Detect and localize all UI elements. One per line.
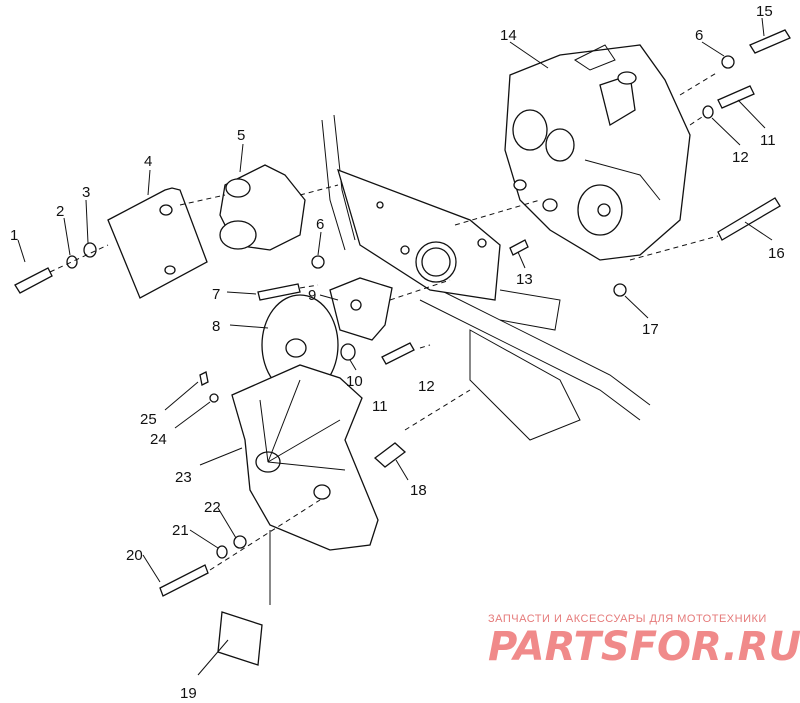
label-plate-19 xyxy=(217,611,263,666)
callout-13: 13 xyxy=(516,271,533,288)
callout-22: 22 xyxy=(204,499,221,516)
leader-lines xyxy=(17,17,773,676)
callout-5: 5 xyxy=(237,127,245,144)
belt-guard-cover xyxy=(231,364,379,551)
assembly-lines xyxy=(49,71,719,571)
callout-16: 16 xyxy=(768,245,785,262)
callout-9: 9 xyxy=(308,287,316,304)
callout-8: 8 xyxy=(212,318,220,335)
fasteners xyxy=(14,29,791,597)
callout-10: 10 xyxy=(346,373,363,390)
callout-12: 12 xyxy=(418,378,435,395)
callout-labels: 1 2 3 4 5 6 6 7 8 9 10 11 11 12 12 13 14… xyxy=(10,3,785,702)
frame-rails xyxy=(321,114,651,441)
watermark: ЗАПЧАСТИ И АКСЕССУАРЫ ДЛЯ МОТОТЕХНИКИ PA… xyxy=(488,613,800,670)
callout-19: 19 xyxy=(180,685,197,702)
callout-11: 11 xyxy=(372,398,388,415)
callout-6: 6 xyxy=(316,216,324,233)
callout-25: 25 xyxy=(140,411,157,428)
callout-23: 23 xyxy=(175,469,192,486)
callout-15: 15 xyxy=(756,3,773,20)
callout-7: 7 xyxy=(212,286,220,303)
callout-21: 21 xyxy=(172,522,189,539)
callout-24: 24 xyxy=(150,431,167,448)
callout-6: 6 xyxy=(695,27,703,44)
mounting-plate xyxy=(337,168,501,301)
gearbox-housing xyxy=(504,44,691,261)
callout-4: 4 xyxy=(144,153,152,170)
callout-14: 14 xyxy=(500,27,517,44)
callout-20: 20 xyxy=(126,547,143,564)
watermark-tagline: ЗАПЧАСТИ И АКСЕССУАРЫ ДЛЯ МОТОТЕХНИКИ xyxy=(488,613,767,625)
clutch-part-5 xyxy=(219,164,306,251)
shield-part-4 xyxy=(107,187,208,299)
callout-3: 3 xyxy=(82,184,90,201)
callout-11: 11 xyxy=(760,132,776,149)
callout-17: 17 xyxy=(642,321,659,338)
callout-1: 1 xyxy=(10,227,18,244)
bracket-part-9 xyxy=(329,277,393,341)
watermark-logo: PARTSFOR.RU xyxy=(488,624,800,670)
callout-2: 2 xyxy=(56,203,64,220)
callout-18: 18 xyxy=(410,482,427,499)
callout-12: 12 xyxy=(732,149,749,166)
